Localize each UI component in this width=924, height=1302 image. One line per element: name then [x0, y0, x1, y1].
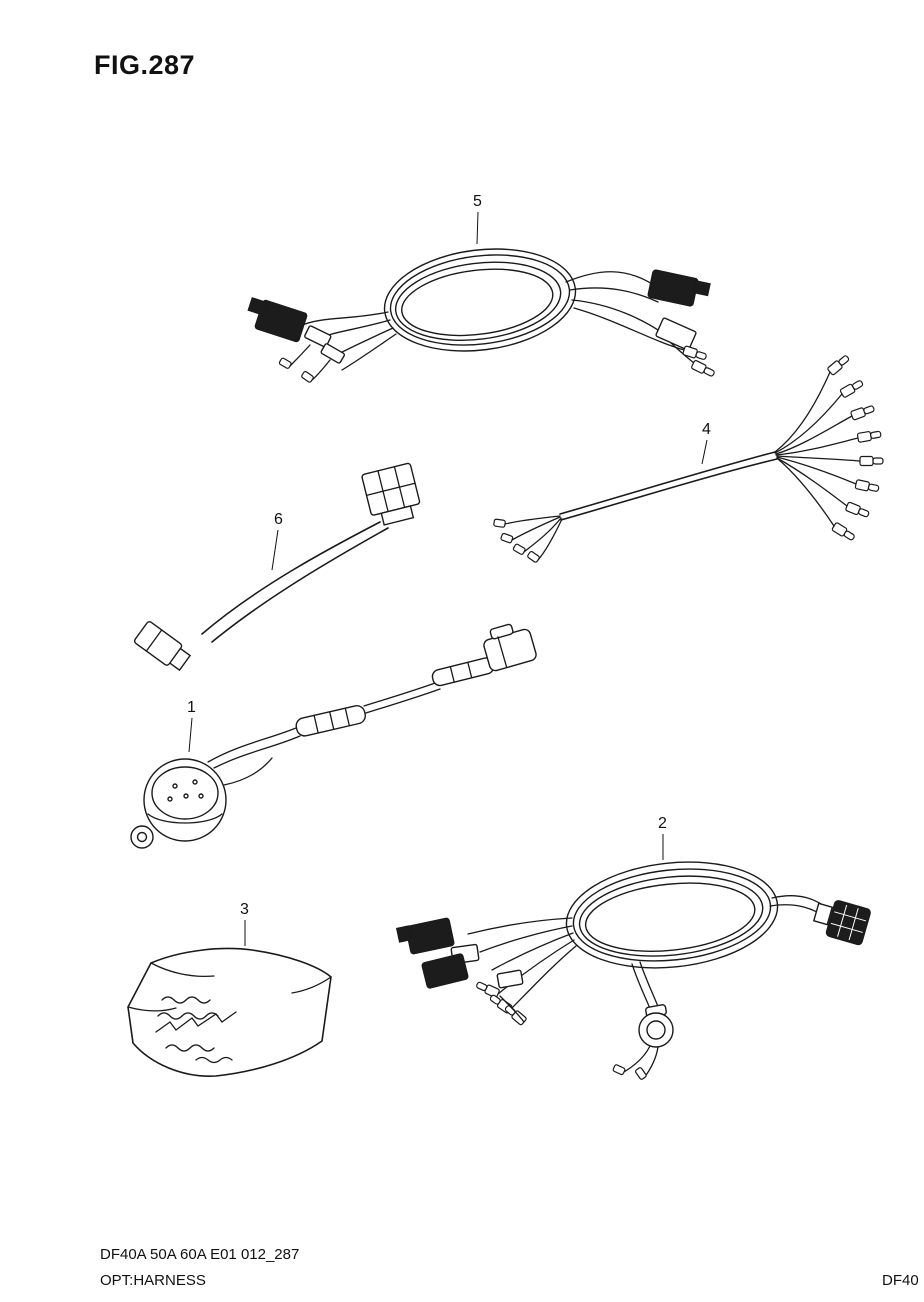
part-6-top-connector: [361, 462, 421, 526]
part-4-harness-drawing: 4: [493, 353, 884, 564]
part-3-bag-drawing: 3: [127, 901, 332, 1077]
part-2-harness-drawing: 2: [395, 815, 871, 1081]
part-6-cable-drawing: 6: [133, 462, 421, 672]
part-2-coil: [565, 861, 779, 969]
part-4-left-terminals: [493, 518, 541, 564]
part-1-sleeve-2: [431, 657, 495, 687]
part-6-label: 6: [274, 511, 283, 528]
part-2-label: 2: [658, 815, 667, 832]
part-3-label: 3: [240, 901, 249, 918]
part-1-leader-line: [188, 717, 193, 753]
part-5-left-connectors: [247, 297, 345, 384]
part-6-leader-line: [271, 529, 279, 571]
corner-model-code: DF40: [882, 1272, 919, 1289]
part-1-connector: [483, 623, 537, 672]
part-5-label: 5: [473, 193, 482, 210]
part-2-right-connector: [812, 900, 871, 946]
part-1-sensor-drawing: 1: [130, 623, 537, 849]
part-5-leader-line: [476, 211, 479, 245]
part-2-left-connectors: [395, 917, 528, 1027]
footer-caption: OPT:HARNESS: [100, 1272, 206, 1289]
part-4-label: 4: [702, 421, 711, 438]
part-1-label: 1: [187, 699, 196, 716]
footer-model-code: DF40A 50A 60A E01 012_287: [100, 1246, 300, 1263]
part-5-right-connectors: [647, 269, 717, 379]
part-6-bottom-connector: [133, 621, 192, 672]
part-5-harness-drawing: 5: [247, 193, 717, 384]
part-2-round-connector: [611, 1004, 674, 1081]
part-1-device-body: [130, 758, 227, 849]
part-5-coil: [383, 248, 577, 352]
part-4-bullet-terminals: [826, 353, 884, 543]
part-1-sleeve-1: [295, 705, 366, 737]
part-4-leader-line: [701, 439, 708, 465]
figure-title: FIG.287: [94, 50, 196, 80]
